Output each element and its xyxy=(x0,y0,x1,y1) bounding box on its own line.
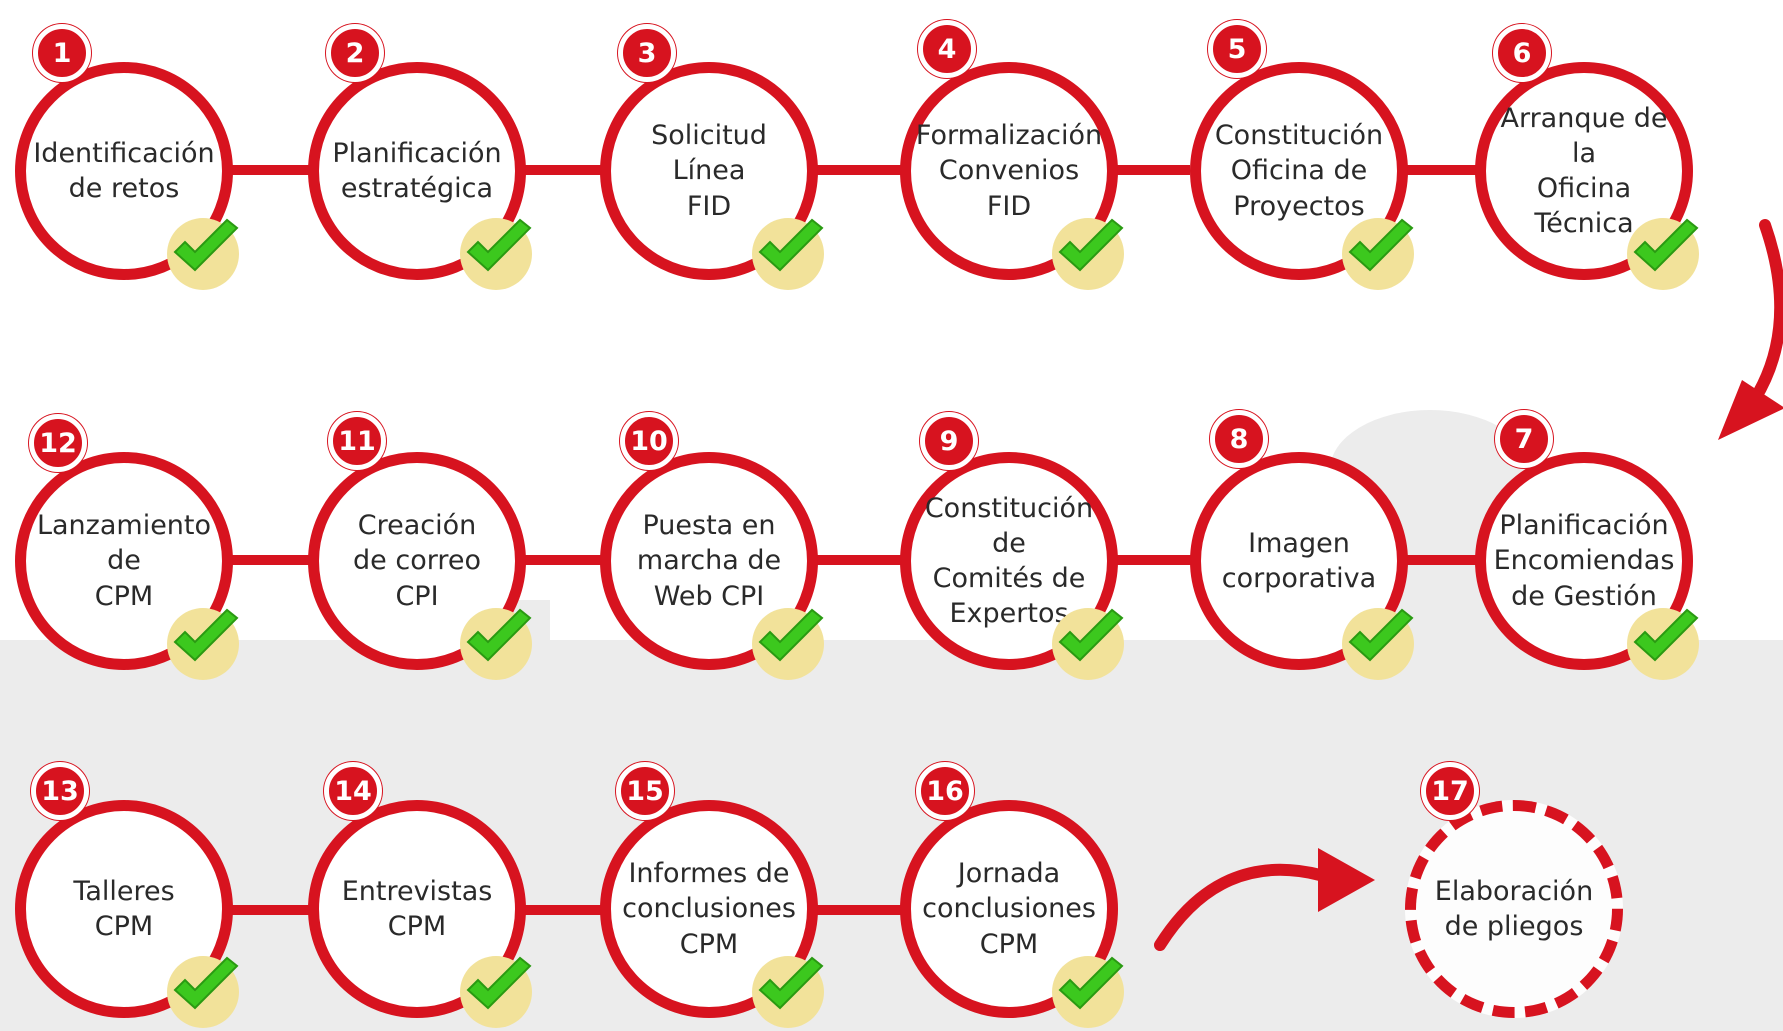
step-number-badge: 9 xyxy=(920,412,978,470)
step-number-badge: 1 xyxy=(33,24,91,82)
step-label: Informes de conclusiones CPM xyxy=(622,858,796,960)
step-label: Elaboración de pliegos xyxy=(1434,875,1594,942)
step-label: Constitución Oficina de Proyectos xyxy=(1214,120,1384,222)
checkmark-icon xyxy=(460,956,532,1028)
step-label: Identificación de retos xyxy=(33,137,215,204)
checkmark-icon xyxy=(1342,218,1414,290)
checkmark-icon xyxy=(1052,956,1124,1028)
step-number-badge: 4 xyxy=(918,20,976,78)
step-label: Solicitud Línea FID xyxy=(651,120,767,222)
checkmark-icon xyxy=(752,608,824,680)
step-label: Talleres CPM xyxy=(73,875,175,942)
checkmark-icon xyxy=(1342,608,1414,680)
step-label: Jornada conclusiones CPM xyxy=(922,858,1096,960)
step-label: Planificación estratégica xyxy=(332,137,502,204)
step-number-badge: 3 xyxy=(618,24,676,82)
step-1: Identificación de retos xyxy=(15,62,233,280)
step-label: Puesta en marcha de Web CPI xyxy=(636,510,782,612)
connector xyxy=(500,905,610,915)
step-number-badge: 15 xyxy=(616,762,674,820)
connector xyxy=(500,555,610,565)
step-number-badge: 11 xyxy=(328,412,386,470)
checkmark-icon xyxy=(167,218,239,290)
step-number-badge: 8 xyxy=(1210,410,1268,468)
checkmark-icon xyxy=(460,608,532,680)
step-number-badge: 17 xyxy=(1421,762,1479,820)
checkmark-icon xyxy=(1627,218,1699,290)
step-number-badge: 16 xyxy=(916,762,974,820)
step-5: Constitución Oficina de Proyectos xyxy=(1190,62,1408,280)
step-label: Lanzamiento de CPM xyxy=(36,510,212,612)
step-label: Entrevistas CPM xyxy=(341,875,493,942)
step-number-badge: 12 xyxy=(29,414,87,472)
step-7: Planificación Encomiendas de Gestión xyxy=(1475,452,1693,670)
checkmark-icon xyxy=(167,608,239,680)
step-number-badge: 7 xyxy=(1495,410,1553,468)
connector xyxy=(1380,165,1480,175)
step-label: Arranque de la Oficina Técnica xyxy=(1500,102,1668,240)
step-label: Constitución de Comités de Expertos xyxy=(924,492,1094,630)
checkmark-icon xyxy=(752,218,824,290)
step-12: Lanzamiento de CPM xyxy=(15,452,233,670)
connector xyxy=(1100,555,1200,565)
step-label: Planificación Encomiendas de Gestión xyxy=(1493,510,1675,612)
checkmark-icon xyxy=(1627,608,1699,680)
checkmark-icon xyxy=(460,218,532,290)
connector xyxy=(1390,555,1480,565)
step-4: Formalización Convenios FID xyxy=(900,62,1118,280)
step-number-badge: 14 xyxy=(324,762,382,820)
connector xyxy=(220,905,315,915)
step-17: Elaboración de pliegos xyxy=(1405,800,1623,1018)
checkmark-icon xyxy=(752,956,824,1028)
step-label: Creación de correo CPI xyxy=(353,510,481,612)
connector xyxy=(500,165,610,175)
step-14: Entrevistas CPM xyxy=(308,800,526,1018)
step-label: Formalización Convenios FID xyxy=(915,120,1103,222)
checkmark-icon xyxy=(167,956,239,1028)
step-number-badge: 10 xyxy=(620,412,678,470)
step-number-badge: 13 xyxy=(31,762,89,820)
step-number-badge: 6 xyxy=(1493,24,1551,82)
step-number-badge: 2 xyxy=(326,24,384,82)
connector xyxy=(1100,165,1190,175)
checkmark-icon xyxy=(1052,608,1124,680)
connector xyxy=(800,165,910,175)
connector xyxy=(220,165,315,175)
step-number-badge: 5 xyxy=(1208,20,1266,78)
connector xyxy=(800,905,910,915)
step-label: Imagen corporativa xyxy=(1221,527,1377,594)
connector xyxy=(220,555,315,565)
connector xyxy=(800,555,910,565)
checkmark-icon xyxy=(1052,218,1124,290)
step-2: Planificación estratégica xyxy=(308,62,526,280)
